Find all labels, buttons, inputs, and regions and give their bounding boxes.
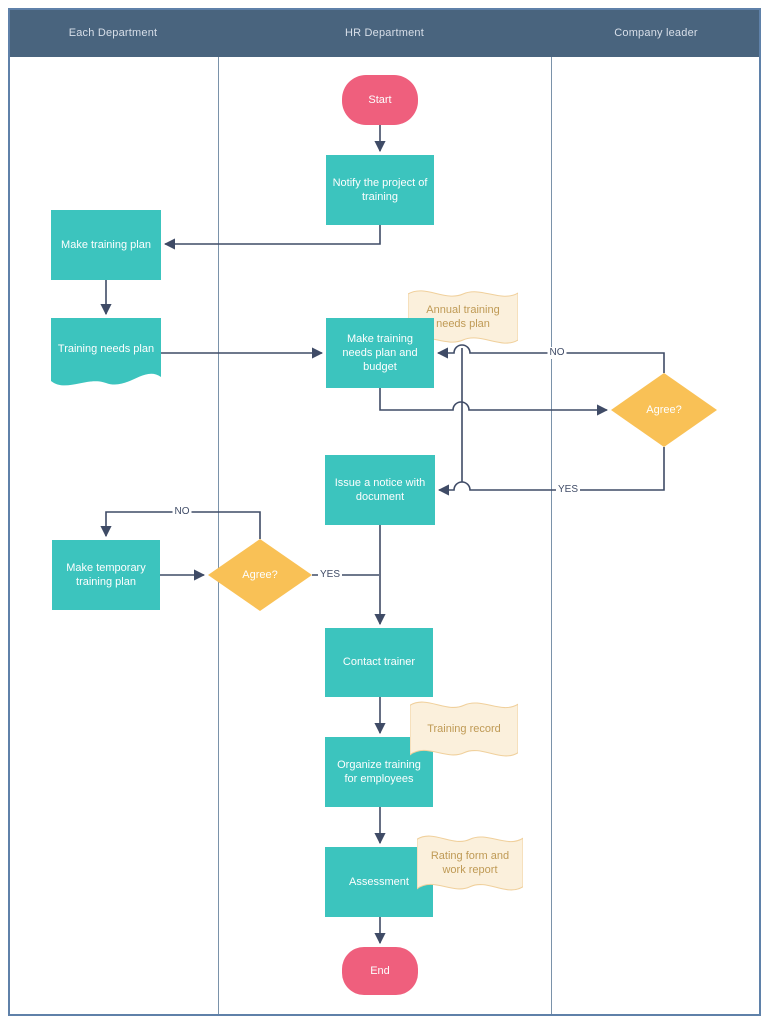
node-label: Rating form and work report (430, 849, 510, 876)
node-training-needs-plan[interactable]: Training needs plan (51, 318, 161, 390)
tape-shape (417, 835, 523, 891)
tape-shape (408, 290, 518, 344)
swimlane-header-band (8, 8, 761, 57)
node-label: Agree? (646, 403, 682, 416)
node-label: Training record (427, 722, 501, 735)
node-make-training-plan[interactable]: Make training plan (51, 210, 161, 280)
node-training-record[interactable]: Training record (410, 697, 518, 761)
node-make-budget[interactable]: Make training needs plan and budget (326, 318, 434, 388)
edge-agree-right-no-return (436, 344, 665, 373)
node-make-temporary-plan[interactable]: Make temporary training plan (52, 540, 160, 610)
node-issue-notice[interactable]: Issue a notice with document (325, 455, 435, 525)
node-start[interactable]: Start (342, 75, 418, 125)
node-contact-trainer[interactable]: Contact trainer (325, 628, 433, 697)
decision-shape (611, 373, 717, 447)
lane-title-company-leader: Company leader (614, 26, 698, 39)
edge-budget-agree-right (379, 388, 609, 416)
decision-shape (208, 539, 312, 611)
node-assessment[interactable]: Assessment (325, 847, 433, 917)
edge-label-yes-left: YES (317, 569, 343, 581)
lane-divider-2 (551, 57, 552, 1016)
lane-title-each-department: Each Department (68, 26, 158, 39)
lane-title-hr-department: HR Department (344, 26, 424, 39)
node-label: Annual training needs plan (426, 303, 500, 330)
node-agree-right[interactable]: Agree? (611, 373, 717, 447)
lane-divider-1 (218, 57, 219, 1016)
node-label: Training needs plan (57, 342, 155, 355)
node-annual-training-needs-plan[interactable]: Annual training needs plan (408, 286, 518, 348)
edge-notify-make-training-plan (163, 225, 381, 250)
edge-label-no-left: NO (172, 506, 192, 518)
edge-label-no-right: NO (547, 347, 567, 359)
node-label: Agree? (242, 568, 278, 581)
node-agree-left[interactable]: Agree? (208, 539, 312, 611)
tape-shape (410, 701, 518, 757)
node-end[interactable]: End (342, 947, 418, 995)
document-shape (51, 318, 161, 386)
edge-agree-right-yes-issue (437, 447, 665, 496)
node-rating-form[interactable]: Rating form and work report (417, 831, 523, 895)
edge-label-yes-right: YES (555, 484, 581, 496)
node-notify-project[interactable]: Notify the project of training (326, 155, 434, 225)
